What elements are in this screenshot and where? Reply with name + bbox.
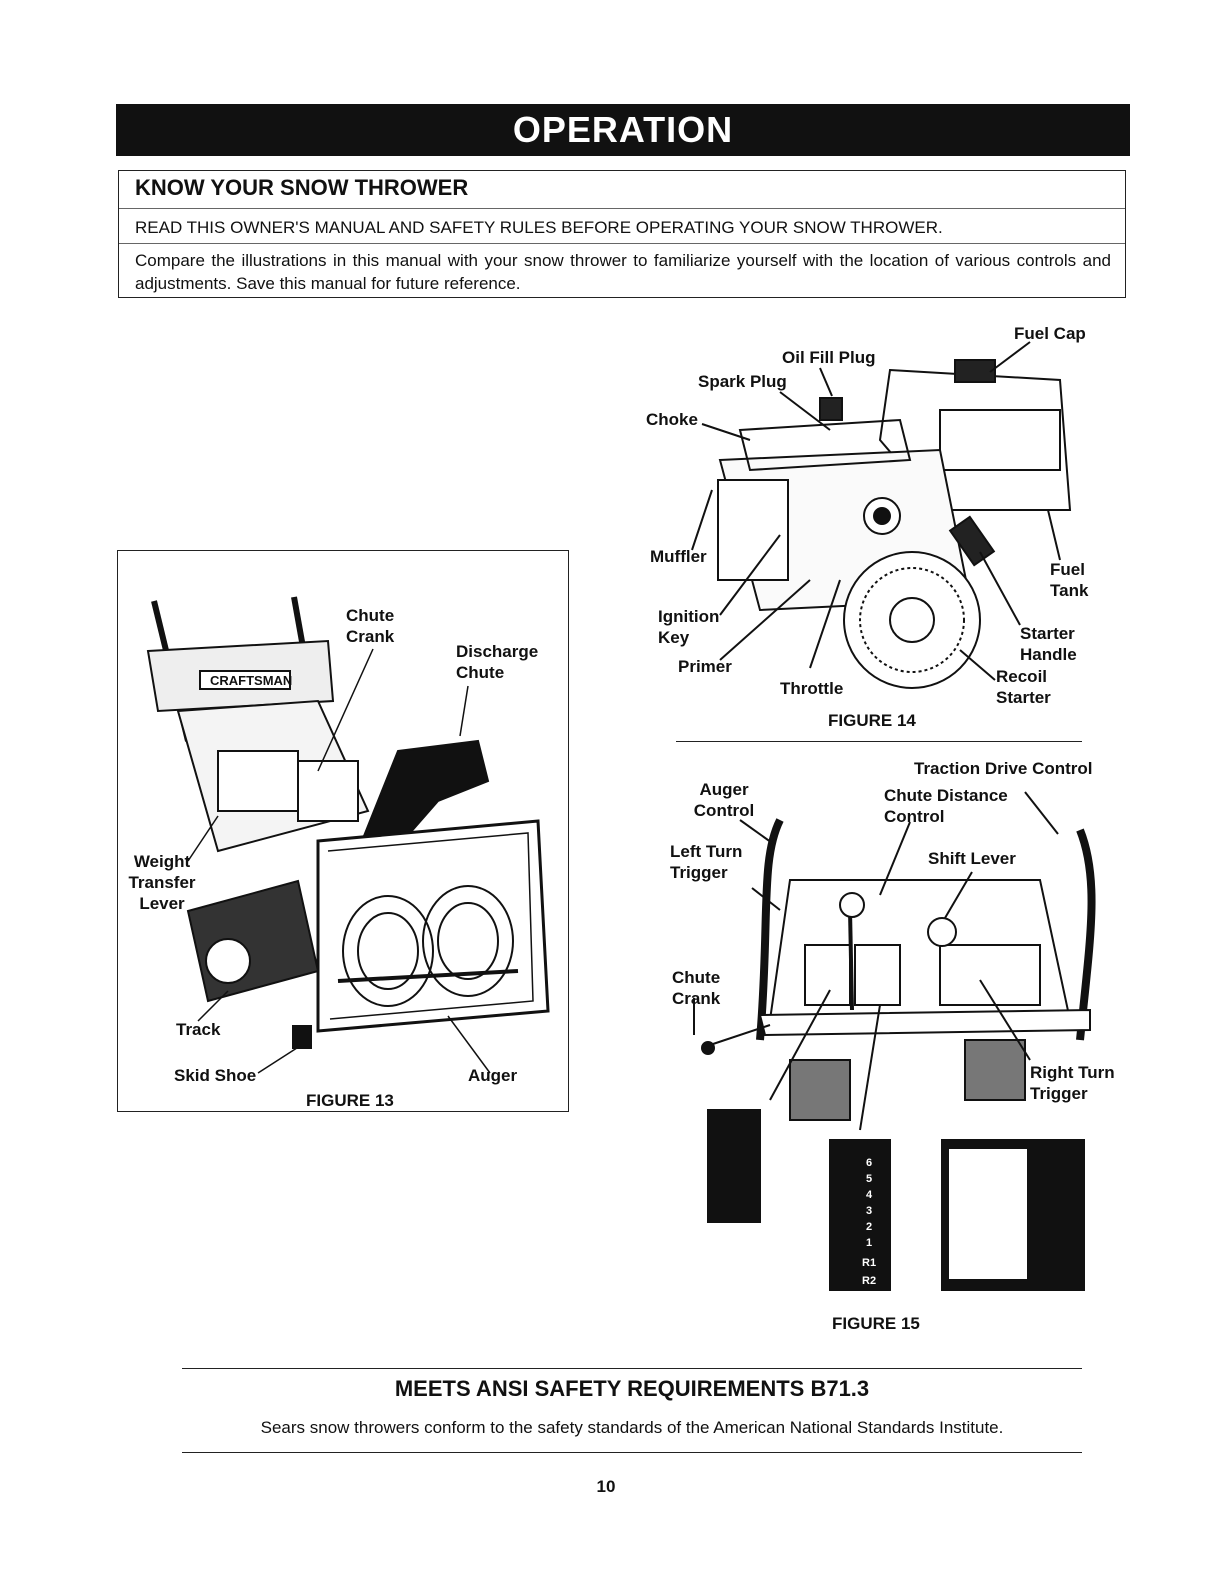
snow-thrower-illustration: CRAFTSMAN	[146, 596, 550, 1074]
label-traction-drive-control: Traction Drive Control	[914, 759, 1093, 778]
brand-decal: CRAFTSMAN	[210, 673, 292, 688]
intro-box: KNOW YOUR SNOW THROWER READ THIS OWNER'S…	[118, 170, 1126, 298]
label-chute-crank-fig15: Chute Crank	[672, 968, 721, 1008]
intro-paragraph: Compare the illustrations in this manual…	[135, 251, 1111, 293]
label-starter-handle: Starter Handle	[1020, 624, 1077, 664]
label-fuel-cap: Fuel Cap	[1014, 324, 1086, 343]
gear-4: 4	[866, 1189, 873, 1201]
gear-6: 6	[866, 1157, 872, 1169]
intro-warning-line: READ THIS OWNER'S MANUAL AND SAFETY RULE…	[135, 218, 943, 237]
label-choke: Choke	[646, 410, 698, 429]
label-right-turn-trigger: Right Turn Trigger	[1030, 1063, 1115, 1103]
label-spark-plug: Spark Plug	[698, 372, 787, 391]
figure-15-caption: FIGURE 15	[832, 1314, 920, 1333]
intro-title: KNOW YOUR SNOW THROWER	[135, 175, 469, 200]
control-panel-illustration: 6 5 4 3 2 1 R1 R2	[693, 791, 1096, 1291]
divider	[119, 243, 1125, 244]
label-muffler: Muffler	[650, 547, 707, 566]
divider	[182, 1368, 1082, 1369]
figure-13-frame: CRAFTSMAN Chute Crank Discharge Chute We…	[117, 550, 569, 1112]
gear-r1: R1	[862, 1257, 876, 1269]
label-throttle: Throttle	[780, 679, 844, 698]
label-recoil-starter: Recoil Starter	[996, 667, 1051, 707]
ansi-title: MEETS ANSI SAFETY REQUIREMENTS B71.3	[394, 1376, 870, 1401]
gear-1: 1	[866, 1237, 872, 1249]
gear-2: 2	[866, 1221, 872, 1233]
label-auger-control: Auger Control	[693, 780, 755, 820]
divider	[119, 208, 1125, 209]
label-chute-distance-control: Chute Distance Control	[884, 786, 1008, 826]
gear-3: 3	[866, 1205, 872, 1217]
figure-14-caption: FIGURE 14	[828, 711, 916, 730]
label-shift-lever: Shift Lever	[928, 849, 1016, 868]
gear-r2: R2	[862, 1275, 876, 1287]
label-fuel-tank: Fuel Tank	[1050, 560, 1089, 600]
figure-13-caption: FIGURE 13	[306, 1091, 394, 1110]
section-banner: OPERATION	[116, 104, 1130, 156]
ansi-text: Sears snow throwers conform to the safet…	[260, 1418, 1004, 1437]
label-skid-shoe: Skid Shoe	[174, 1066, 257, 1085]
divider	[676, 741, 1082, 742]
divider	[182, 1452, 1082, 1453]
label-track: Track	[176, 1020, 221, 1039]
gear-5: 5	[866, 1173, 872, 1185]
label-auger: Auger	[468, 1066, 518, 1085]
label-ignition-key: Ignition Key	[658, 607, 720, 647]
label-left-turn-trigger: Left Turn Trigger	[670, 842, 743, 882]
label-primer: Primer	[678, 657, 732, 676]
label-weight-transfer-lever: Weight Transfer Lever	[128, 852, 196, 913]
page-number: 10	[596, 1477, 616, 1496]
label-chute-crank: Chute Crank	[346, 606, 395, 646]
label-discharge-chute: Discharge Chute	[456, 642, 539, 682]
engine-illustration	[691, 341, 1072, 689]
label-oil-fill-plug: Oil Fill Plug	[782, 348, 876, 367]
